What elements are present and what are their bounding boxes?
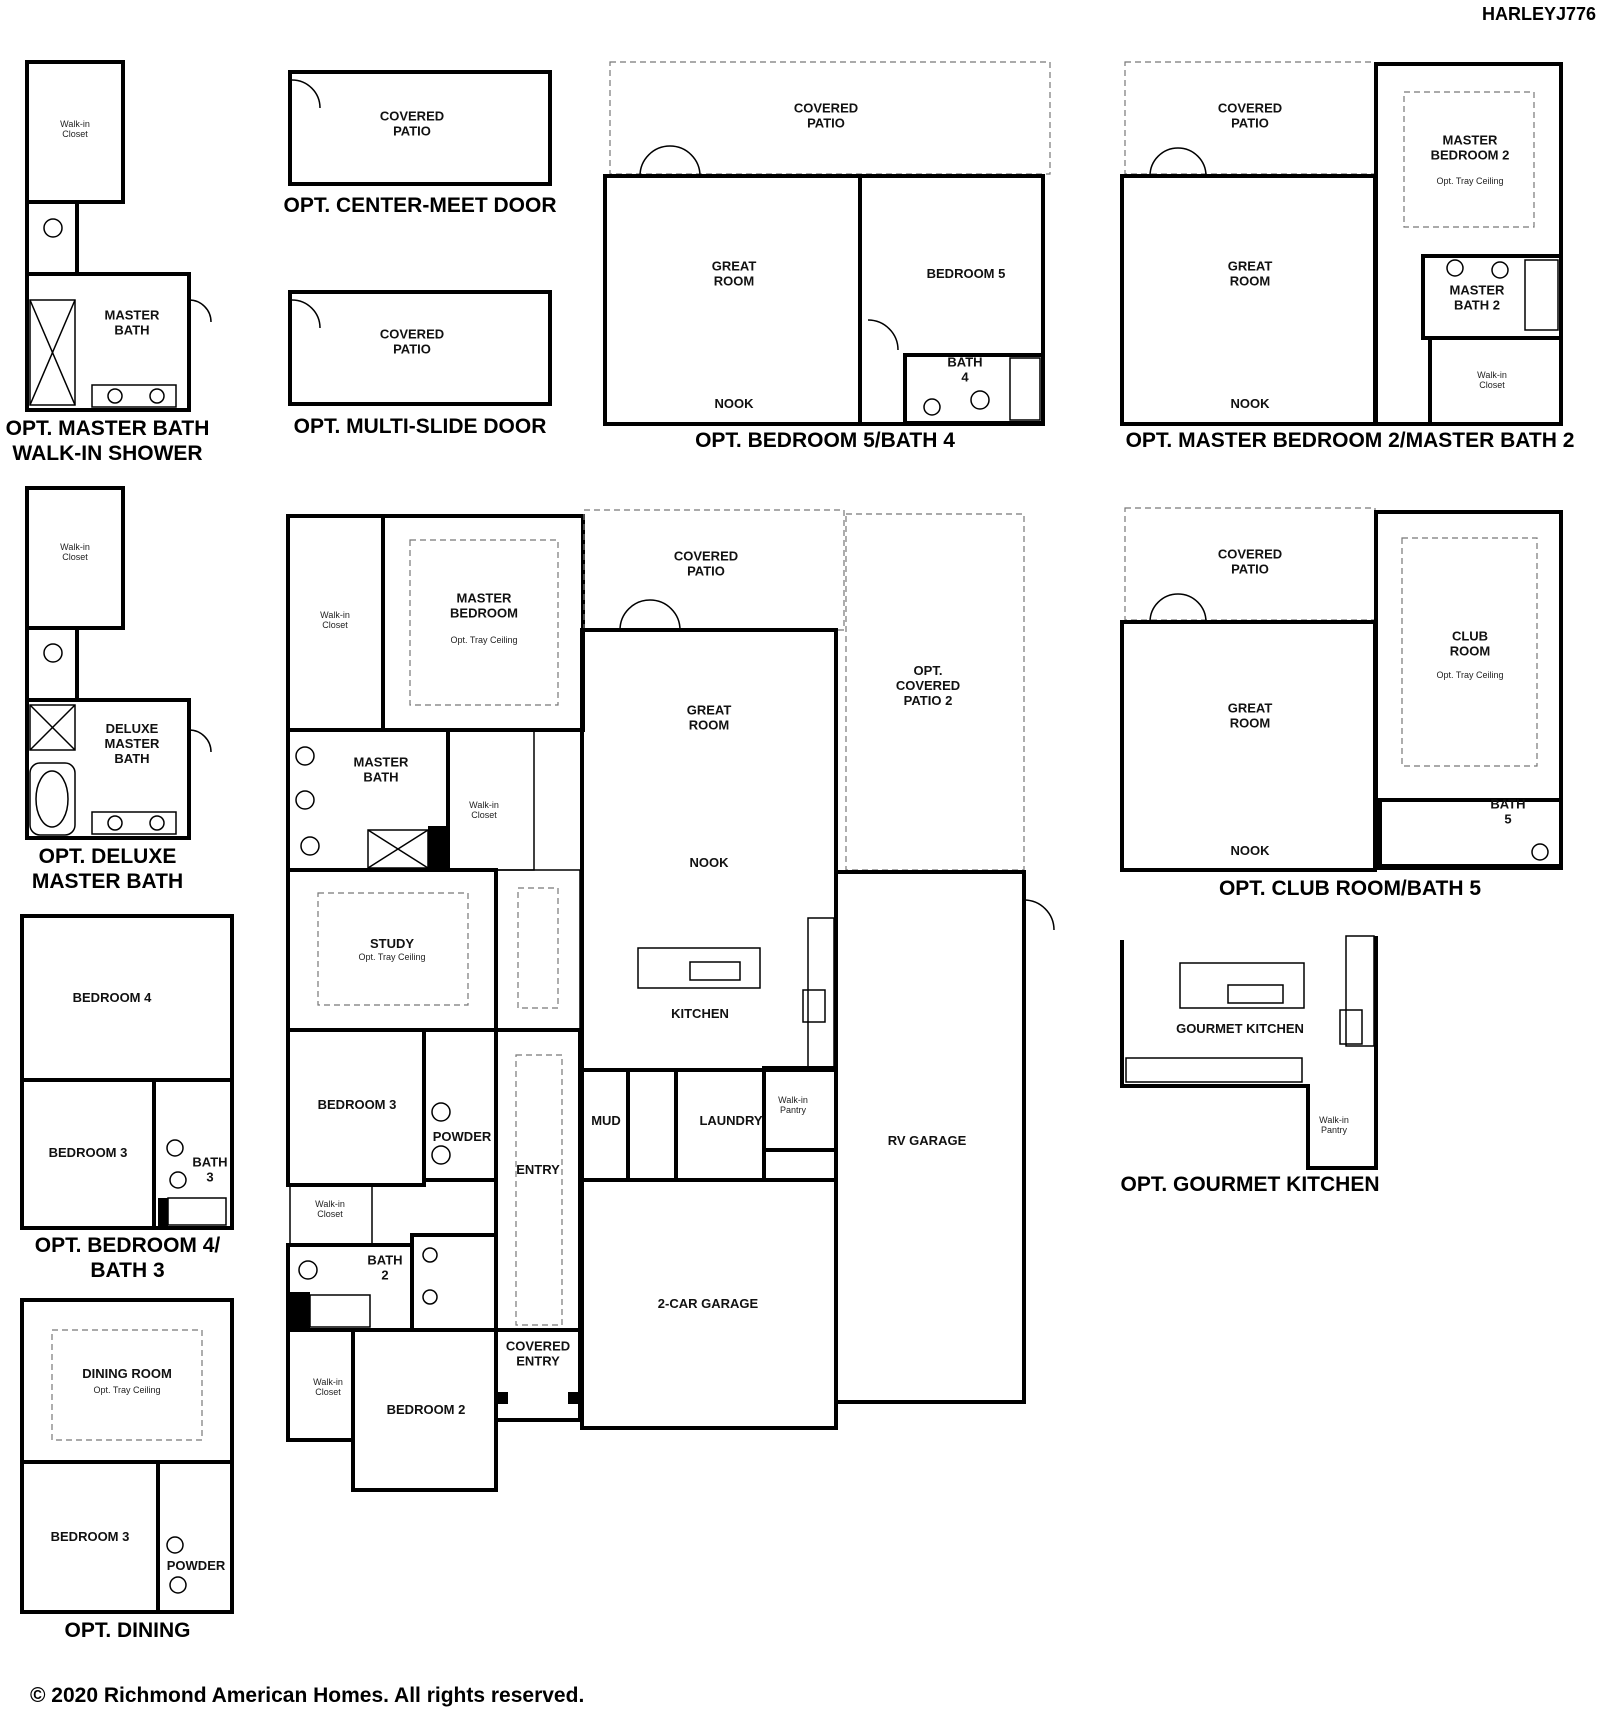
room-label: NOOK [715, 396, 755, 411]
room-label: Opt. Tray Ceiling [450, 635, 517, 645]
caption-bedroom4-bath3: OPT. BEDROOM 4/ BATH 3 [34, 1234, 221, 1282]
plan-code: HARLEYJ776 [1481, 4, 1596, 24]
opt-deluxe-master-bath-plan [25, 486, 212, 840]
room-label: BEDROOM 2 [387, 1402, 466, 1417]
room-label: Opt. Tray Ceiling [1436, 176, 1503, 186]
room-label: RV GARAGE [888, 1133, 967, 1148]
opt-bedroom4-bath3-plan [20, 914, 234, 1230]
room-label: KITCHEN [671, 1006, 729, 1021]
room-label: Opt. Tray Ceiling [358, 952, 425, 962]
room-label: LAUNDRY [699, 1113, 762, 1128]
room-label: POWDER [433, 1129, 492, 1144]
opt-multi-slide-door-plan [288, 290, 552, 406]
room-label: ENTRY [516, 1162, 560, 1177]
room-label: DINING ROOM [82, 1366, 172, 1381]
room-label: NOOK [1231, 396, 1271, 411]
caption-gourmet-kitchen: OPT. GOURMET KITCHEN [1120, 1173, 1380, 1196]
opt-gourmet-kitchen-plan [1120, 935, 1378, 1170]
room-label: MUD [591, 1113, 621, 1128]
room-label: Opt. Tray Ceiling [1436, 670, 1503, 680]
main-floor-plan [286, 509, 1055, 1492]
room-label: BEDROOM 3 [318, 1097, 397, 1112]
opt-club-room-bath5-plan [1120, 507, 1563, 872]
room-label: BEDROOM 5 [927, 266, 1006, 281]
room-label: POWDER [167, 1558, 226, 1573]
opt-bedroom5-bath4-plan [603, 61, 1051, 426]
caption-center-meet-door: OPT. CENTER-MEET DOOR [283, 194, 557, 217]
opt-master-bath-shower-plan [25, 60, 212, 412]
opt-dining-plan [20, 1298, 234, 1614]
room-label: GOURMET KITCHEN [1176, 1021, 1304, 1036]
room-label: BEDROOM 3 [51, 1529, 130, 1544]
room-label: BEDROOM 4 [73, 990, 153, 1005]
caption-master-bath-shower: OPT. MASTER BATH WALK-IN SHOWER [5, 417, 210, 465]
room-label: BEDROOM 3 [49, 1145, 128, 1160]
room-label: 2-CAR GARAGE [658, 1296, 759, 1311]
room-label: NOOK [690, 855, 730, 870]
caption-dining: OPT. DINING [64, 1619, 191, 1642]
room-label: Opt. Tray Ceiling [93, 1385, 160, 1395]
room-label: NOOK [1231, 843, 1271, 858]
caption-multi-slide-door: OPT. MULTI-SLIDE DOOR [293, 415, 547, 438]
room-label: STUDY [370, 936, 414, 951]
copyright-notice: © 2020 Richmond American Homes. All righ… [30, 1684, 585, 1707]
caption-bedroom5-bath4: OPT. BEDROOM 5/BATH 4 [695, 429, 955, 452]
caption-club-room-bath5: OPT. CLUB ROOM/BATH 5 [1218, 877, 1482, 900]
caption-master-bedroom2: OPT. MASTER BEDROOM 2/MASTER BATH 2 [1125, 429, 1575, 452]
caption-deluxe-master-bath: OPT. DELUXE MASTER BATH [31, 845, 184, 893]
opt-master-bedroom2-plan [1120, 61, 1563, 426]
opt-center-meet-door-plan [288, 70, 552, 186]
